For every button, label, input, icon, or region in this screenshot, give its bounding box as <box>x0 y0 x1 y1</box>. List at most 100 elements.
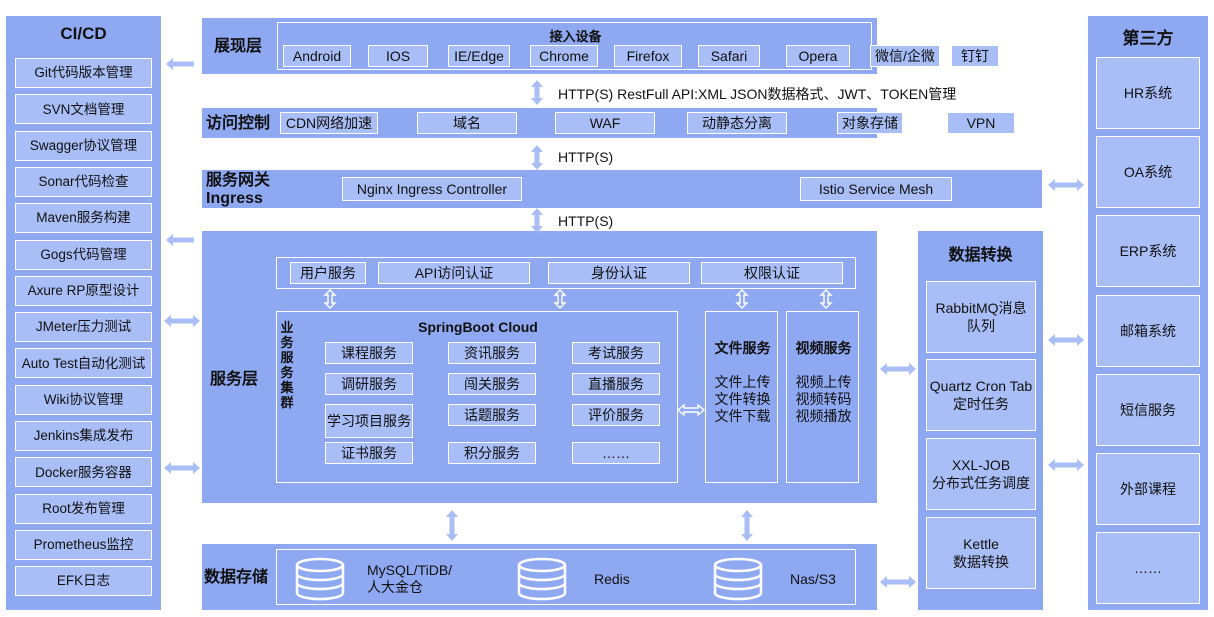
business-cluster-box: 业务服务集群 SpringBoot Cloud 课程服务资讯服务考试服务调研服务… <box>276 311 678 483</box>
arrow-bidirectional <box>164 315 200 327</box>
arrow-bidirectional <box>1048 334 1084 346</box>
database-icon <box>517 557 567 601</box>
service-layer-name: 服务层 <box>210 371 259 388</box>
arrow-small-horizontal <box>676 403 706 417</box>
cicd-item: Auto Test自动化测试 <box>15 348 152 379</box>
auth-item: 用户服务 <box>290 262 366 284</box>
third-party-item: HR系统 <box>1096 57 1200 129</box>
arrow-bidirectional <box>880 363 916 375</box>
auth-item: 身份认证 <box>548 262 690 284</box>
presentation-layer-name: 展现层 <box>214 38 263 55</box>
device-item: Opera <box>786 45 850 67</box>
springboot-title: SpringBoot Cloud <box>418 319 538 335</box>
third-party-item: OA系统 <box>1096 136 1200 209</box>
service-grid-item: 课程服务 <box>325 342 413 364</box>
arrow-to-cicd <box>166 234 194 246</box>
database-label-nas: Nas/S3 <box>790 571 836 587</box>
arrow-vertical <box>741 510 753 541</box>
arrow-to-cicd <box>166 58 194 70</box>
service-grid-item: 闯关服务 <box>448 373 536 395</box>
database-icon <box>713 557 763 601</box>
http-label-1: HTTP(S) RestFull API:XML JSON数据格式、JWT、TO… <box>558 86 957 102</box>
storage-layer: 数据存储 MySQL/TiDB/人大金仓 Redis Nas/S3 <box>202 544 877 610</box>
service-grid-item: 证书服务 <box>325 442 413 464</box>
device-item: Chrome <box>530 45 598 67</box>
third-party-title: 第三方 <box>1122 29 1174 48</box>
video-service-box: 视频服务 视频上传视频转码视频播放 <box>786 311 859 483</box>
device-item: Android <box>283 45 351 67</box>
service-grid-item: 调研服务 <box>325 373 413 395</box>
gateway-layer: 服务网关 Ingress Nginx Ingress Controller Is… <box>202 170 1042 208</box>
cicd-item: Root发布管理 <box>15 493 152 524</box>
storage-inner-box <box>276 549 856 605</box>
arrow-small <box>820 289 832 309</box>
file-service-box: 文件服务 文件上传文件转换文件下载 <box>705 311 778 483</box>
device-item: IOS <box>368 45 428 67</box>
data-conversion-title: 数据转换 <box>948 247 1013 264</box>
access-control-item: WAF <box>555 112 655 134</box>
nginx-ingress-box: Nginx Ingress Controller <box>342 177 522 201</box>
cicd-item: Jenkins集成发布 <box>15 421 152 451</box>
arrow-vertical <box>531 208 543 233</box>
service-grid-item: 积分服务 <box>448 442 536 464</box>
arrow-small <box>736 289 748 309</box>
video-service-lines: 视频上传视频转码视频播放 <box>795 374 852 424</box>
file-service-lines: 文件上传文件转换文件下载 <box>714 374 771 424</box>
cicd-item: Swagger协议管理 <box>15 130 152 161</box>
cicd-item: JMeter压力测试 <box>15 312 152 343</box>
access-control-item: VPN <box>947 112 1015 134</box>
device-item: IE/Edge <box>448 45 510 67</box>
service-grid-item: …… <box>572 442 660 464</box>
cicd-item: Axure RP原型设计 <box>15 275 152 306</box>
arrow-bidirectional <box>880 576 916 588</box>
http-label-3: HTTP(S) <box>558 213 614 229</box>
cicd-item: Wiki协议管理 <box>15 384 152 415</box>
cicd-item: Maven服务构建 <box>15 203 152 234</box>
access-control-item: 域名 <box>417 112 517 134</box>
auth-item: 权限认证 <box>701 262 843 284</box>
data-conversion-item: RabbitMQ消息队列 <box>926 281 1036 353</box>
service-grid-item: 资讯服务 <box>448 342 536 364</box>
service-grid-item: 考试服务 <box>572 342 660 364</box>
istio-mesh-box: Istio Service Mesh <box>800 177 952 201</box>
access-control-item: CDN网络加速 <box>280 112 378 134</box>
video-service-title: 视频服务 <box>795 340 852 356</box>
arrow-small <box>554 289 566 309</box>
arrow-small <box>324 289 336 309</box>
arrow-vertical <box>531 145 543 170</box>
device-item: Safari <box>698 45 760 67</box>
auth-row-box: 用户服务 API访问认证身份认证权限认证 <box>276 257 856 289</box>
access-control-name: 访问控制 <box>206 115 271 132</box>
storage-layer-name: 数据存储 <box>204 569 269 586</box>
database-label-mysql: MySQL/TiDB/人大金仓 <box>367 562 453 595</box>
access-control-item: 动静态分离 <box>687 112 787 134</box>
arrow-vertical <box>531 80 543 105</box>
database-icon <box>295 557 345 601</box>
third-party-item: 短信服务 <box>1096 373 1200 446</box>
service-grid-item: 学习项目服务 <box>325 404 413 438</box>
device-item: 钉钉 <box>951 45 999 67</box>
third-party-item: 邮箱系统 <box>1096 294 1200 367</box>
auth-item: API访问认证 <box>378 262 530 284</box>
service-grid-item: 评价服务 <box>572 404 660 426</box>
gateway-name-line2: Ingress <box>206 190 263 207</box>
database-label-redis: Redis <box>594 571 630 587</box>
third-party-item: ERP系统 <box>1096 215 1200 288</box>
cicd-title: CI/CD <box>60 24 107 43</box>
http-label-2: HTTP(S) <box>558 149 614 165</box>
arrow-bidirectional <box>1048 179 1084 191</box>
third-party-item: …… <box>1096 532 1200 605</box>
arrow-bidirectional <box>1048 459 1084 471</box>
arrow-bidirectional <box>164 462 200 474</box>
service-grid-item: 话题服务 <box>448 404 536 426</box>
access-control-item: 对象存储 <box>837 112 903 134</box>
service-grid-item: 直播服务 <box>572 373 660 395</box>
